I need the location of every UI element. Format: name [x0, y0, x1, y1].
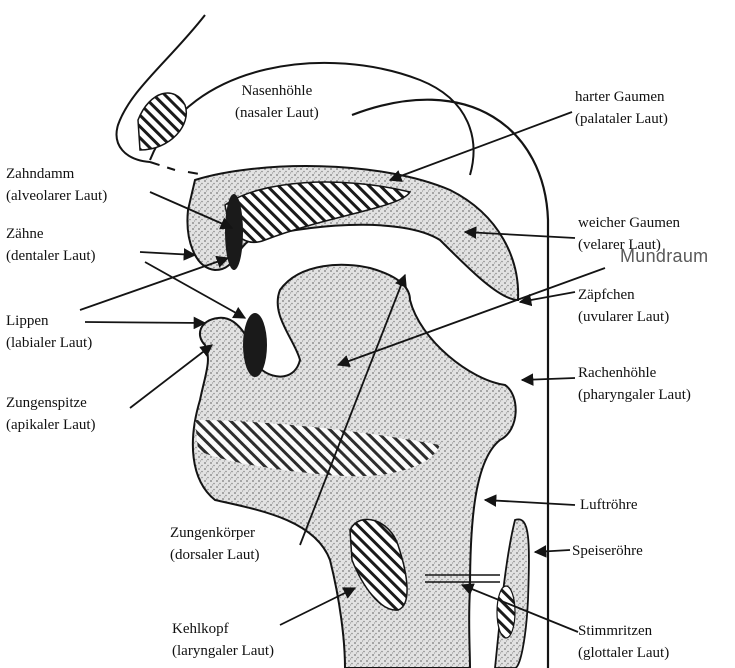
pointer-rachenhoehle [522, 378, 575, 380]
label-kehlkopf: Kehlkopf (laryngaler Laut) [172, 618, 274, 662]
label-name: Zungenspitze [6, 392, 96, 414]
label-zungenspitze: Zungenspitze (apikaler Laut) [6, 392, 96, 436]
label-sound: (pharyngaler Laut) [578, 384, 691, 406]
label-name: Stimmritzen [578, 620, 669, 642]
label-sound: (glottaler Laut) [578, 642, 669, 664]
label-name: Zäpfchen [578, 284, 669, 306]
nostril-hatch [138, 93, 186, 150]
label-zungenkoerper: Zungenkörper (dorsaler Laut) [170, 522, 260, 566]
label-name: Kehlkopf [172, 618, 274, 640]
label-harter-gaumen: harter Gaumen (palataler Laut) [575, 86, 668, 130]
label-sound: (uvularer Laut) [578, 306, 669, 328]
label-zaepfchen: Zäpfchen (uvularer Laut) [578, 284, 669, 328]
pointer-zaehne-1 [140, 252, 195, 255]
lips-mark [243, 313, 267, 377]
nose-dash [150, 162, 205, 175]
label-sound: (palataler Laut) [575, 108, 668, 130]
label-sound: (labialer Laut) [6, 332, 92, 354]
label-zaehne: Zähne (dentaler Laut) [6, 223, 96, 267]
label-name: Lippen [6, 310, 92, 332]
label-sound: (laryngaler Laut) [172, 640, 274, 662]
label-zahndamm: Zahndamm (alveolarer Laut) [6, 163, 107, 207]
label-name: Zähne [6, 223, 96, 245]
label-name: Nasenhöhle [235, 80, 319, 102]
pointer-luftroehre [485, 500, 575, 505]
label-sound: (apikaler Laut) [6, 414, 96, 436]
label-sound: (alveolarer Laut) [6, 185, 107, 207]
label-name: Rachenhöhle [578, 362, 691, 384]
pointer-speiseroehre [535, 550, 570, 552]
label-sound: (dentaler Laut) [6, 245, 96, 267]
vocal-folds-mark [497, 586, 515, 638]
pointer-lippen-2 [85, 322, 205, 323]
label-name: Zungenkörper [170, 522, 260, 544]
label-name: Zahndamm [6, 163, 107, 185]
label-name: Speiseröhre [572, 540, 643, 562]
label-sound: (nasaler Laut) [235, 102, 319, 124]
label-name: weicher Gaumen [578, 212, 680, 234]
label-name: harter Gaumen [575, 86, 668, 108]
label-mundraum: Mundraum [620, 246, 708, 267]
pointer-harter-gaumen [390, 112, 572, 180]
label-speiseroehre: Speiseröhre [572, 540, 643, 562]
label-luftroehre: Luftröhre [580, 494, 637, 516]
label-nasenhoehle: Nasenhöhle (nasaler Laut) [235, 80, 319, 124]
label-name: Luftröhre [580, 494, 637, 516]
label-sound: (dorsaler Laut) [170, 544, 260, 566]
label-rachenhoehle: Rachenhöhle (pharyngaler Laut) [578, 362, 691, 406]
label-lippen: Lippen (labialer Laut) [6, 310, 92, 354]
pointer-lippen-1 [80, 258, 228, 310]
label-stimmritzen: Stimmritzen (glottaler Laut) [578, 620, 669, 664]
